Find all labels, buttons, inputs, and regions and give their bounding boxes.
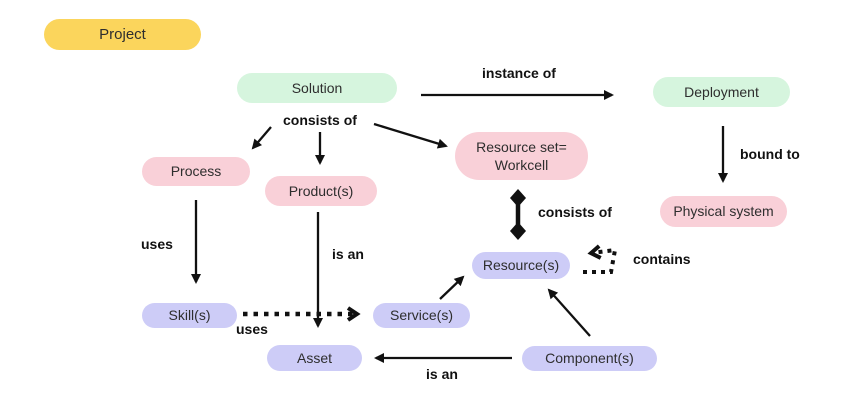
node-skills-label: Skill(s) bbox=[168, 307, 211, 324]
node-physical-system-label: Physical system bbox=[673, 203, 774, 220]
node-project: Project bbox=[44, 19, 201, 50]
node-deployment-label: Deployment bbox=[684, 83, 759, 100]
node-resources-label: Resource(s) bbox=[482, 257, 560, 274]
node-project-label: Project bbox=[99, 25, 146, 43]
node-physical-system: Physical system bbox=[660, 196, 787, 227]
node-components: Component(s) bbox=[522, 346, 657, 371]
edge-label-uses-skill-service: uses bbox=[236, 321, 268, 337]
edge-components-resources bbox=[547, 288, 591, 337]
node-solution-label: Solution bbox=[291, 79, 343, 96]
node-services: Service(s) bbox=[373, 303, 470, 328]
node-components-label: Component(s) bbox=[545, 350, 634, 367]
node-resource-set-label-line1: Resource set= bbox=[476, 138, 567, 155]
edge-label-is-an-product-asset: is an bbox=[332, 246, 364, 262]
node-services-label: Service(s) bbox=[389, 307, 453, 324]
node-process-label: Process bbox=[170, 163, 222, 180]
edge-label-consists-of-workcell: consists of bbox=[538, 204, 612, 220]
node-skills: Skill(s) bbox=[142, 303, 237, 328]
node-products: Product(s) bbox=[265, 176, 377, 206]
node-asset-label: Asset bbox=[296, 349, 332, 366]
edge-label-is-an-component-asset: is an bbox=[426, 366, 458, 382]
edge-solution-process bbox=[251, 126, 272, 150]
edge-solution-resource-set bbox=[373, 122, 448, 149]
node-products-label: Product(s) bbox=[288, 182, 354, 199]
node-resources: Resource(s) bbox=[472, 252, 570, 279]
node-resource-set-label-line2: Workcell bbox=[494, 157, 549, 173]
edge-label-contains: contains bbox=[633, 251, 691, 267]
edge-label-instance-of: instance of bbox=[482, 65, 556, 81]
edge-resources-contains-loop bbox=[583, 244, 618, 274]
edge-services-resources bbox=[439, 275, 465, 300]
node-deployment: Deployment bbox=[653, 77, 790, 107]
edge-label-uses-process-skill: uses bbox=[141, 236, 173, 252]
edge-label-consists-of-solution: consists of bbox=[283, 112, 357, 128]
edge-label-bound-to: bound to bbox=[740, 146, 800, 162]
node-solution: Solution bbox=[237, 73, 397, 103]
node-process: Process bbox=[142, 157, 250, 186]
edge-workcell-resources-composition bbox=[510, 189, 526, 240]
node-asset: Asset bbox=[267, 345, 362, 371]
node-resource-set: Resource set= Workcell bbox=[455, 132, 588, 180]
